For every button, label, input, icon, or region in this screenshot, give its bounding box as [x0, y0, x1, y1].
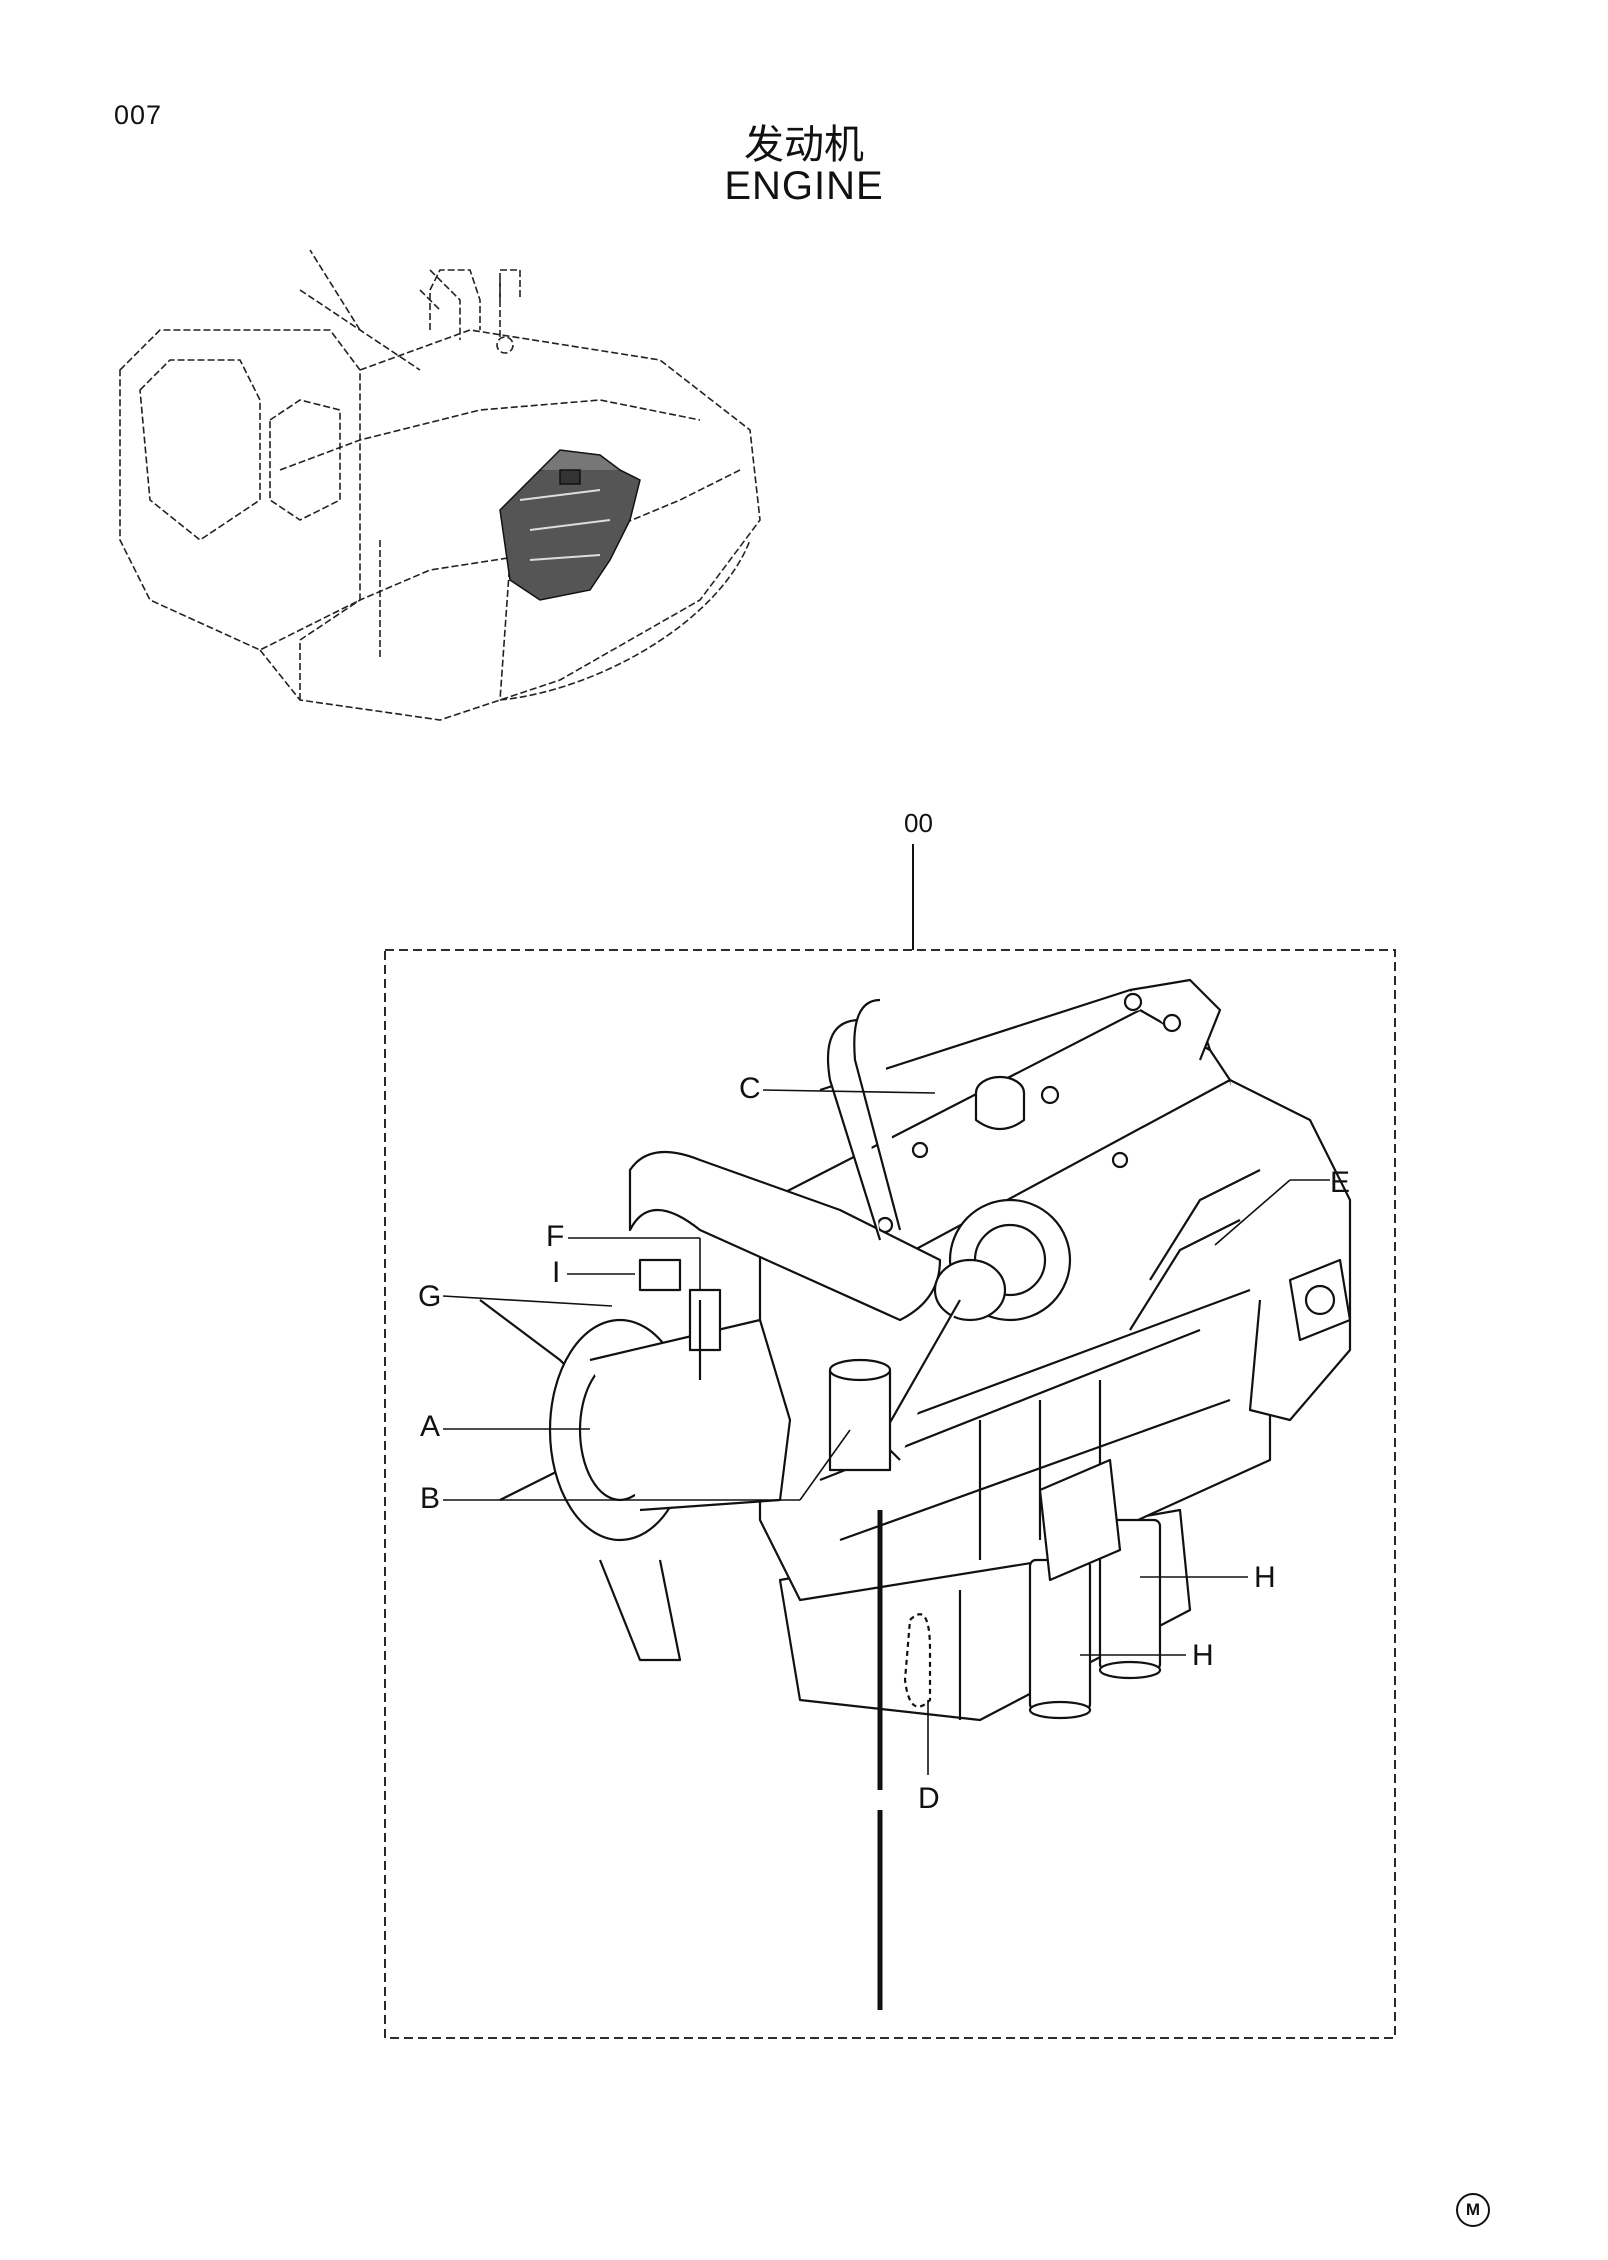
- callout-b: B: [420, 1482, 440, 1515]
- leader-c: [762, 1089, 936, 1094]
- page-code: 007: [114, 100, 163, 130]
- page-title-english: ENGINE: [724, 164, 884, 208]
- callout-c: C: [739, 1072, 761, 1105]
- logo-mark: M: [1456, 2193, 1490, 2227]
- callout-d: D: [918, 1782, 940, 1815]
- callout-f: F: [546, 1220, 564, 1253]
- leader-g: [442, 1295, 613, 1307]
- page-title-chinese: 发动机: [744, 122, 864, 168]
- callout-a: A: [420, 1410, 440, 1443]
- callout-g: G: [418, 1280, 441, 1313]
- leader-b-diag: [799, 1429, 851, 1501]
- assembly-boundary: [384, 949, 1396, 2039]
- callout-h-upper: H: [1254, 1561, 1276, 1594]
- engine-drawing: [479, 978, 1352, 2010]
- callout-leaders: [442, 1089, 1330, 1775]
- callout-e: E: [1330, 1166, 1350, 1199]
- callout-i: I: [552, 1256, 560, 1289]
- leader-e-diag: [1214, 1179, 1291, 1246]
- assembly-ref-label: 00: [904, 808, 933, 838]
- excavator-location-view: [119, 249, 761, 721]
- callout-h-lower: H: [1192, 1639, 1214, 1672]
- engine-location-highlight: [499, 449, 641, 601]
